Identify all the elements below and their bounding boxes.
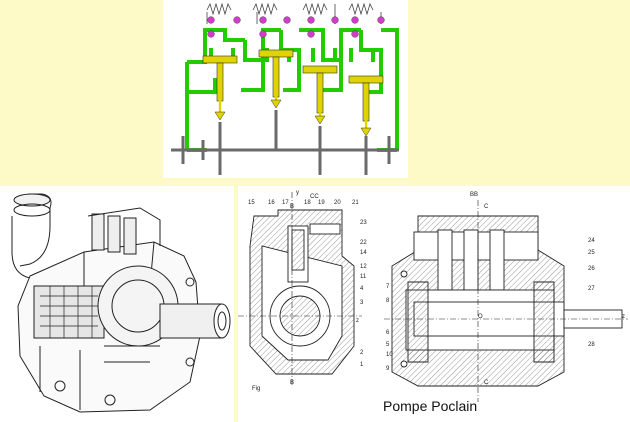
part-number: 18 xyxy=(304,200,311,206)
part-number: 14 xyxy=(360,250,367,256)
part-number: 28 xyxy=(588,342,595,348)
mark-y: y xyxy=(296,190,299,196)
part-number: 6 xyxy=(386,330,390,336)
part-number: 16 xyxy=(268,200,275,206)
valve-balls xyxy=(207,16,385,38)
part-number: 21 xyxy=(352,200,359,206)
figure-caption: Pompe Poclain xyxy=(383,398,478,414)
springs xyxy=(206,2,382,24)
part-number: 3 xyxy=(360,300,364,306)
technical-section-drawing: CC BB B B C C y z z O Fig 15 16 17 18 19… xyxy=(238,186,630,422)
cutaway-svg xyxy=(11,193,231,413)
part-number: 11 xyxy=(360,274,367,280)
part-number: 20 xyxy=(334,200,341,206)
part-number-labels: 15 16 17 18 19 20 21 23 22 14 12 11 4 3 … xyxy=(248,200,595,372)
part-number: 23 xyxy=(360,220,367,226)
part-number: 24 xyxy=(588,238,595,244)
section-cc-view xyxy=(238,192,362,386)
section-cc-label: CC xyxy=(310,194,319,200)
part-number: 27 xyxy=(588,286,595,292)
part-number: 25 xyxy=(588,250,595,256)
mark-o: O xyxy=(478,314,483,320)
mark-z-right: z xyxy=(622,314,625,320)
part-number: 22 xyxy=(360,240,367,246)
part-number: 4 xyxy=(360,286,364,292)
part-number: 9 xyxy=(386,366,390,372)
part-number: 2 xyxy=(360,350,364,356)
part-number: 10 xyxy=(386,352,393,358)
part-number: 19 xyxy=(318,200,325,206)
part-number: 15 xyxy=(248,200,255,206)
part-number: 26 xyxy=(588,266,595,272)
figure-mark: Fig xyxy=(252,386,260,392)
part-number: 5 xyxy=(386,342,390,348)
mark-b-bottom: B xyxy=(290,380,294,386)
hydraulic-schematic xyxy=(163,0,408,178)
section-bb-view xyxy=(384,200,628,402)
part-number: 1 xyxy=(360,362,364,368)
pump-cutaway-illustration xyxy=(0,186,234,422)
part-number: 7 xyxy=(386,284,390,290)
part-number: 8 xyxy=(386,298,390,304)
part-number: 12 xyxy=(360,264,367,270)
part-number: 17 xyxy=(282,200,289,206)
mark-c-top: C xyxy=(484,204,489,210)
schematic-svg xyxy=(171,2,399,175)
pistons xyxy=(202,49,384,137)
mark-b-top: B xyxy=(290,204,294,210)
mark-c-bottom: C xyxy=(484,380,489,386)
mark-z-left: z xyxy=(356,318,359,324)
section-svg: CC BB B B C C y z z O Fig 15 16 17 18 19… xyxy=(238,190,628,402)
drive-shaft xyxy=(171,110,399,175)
section-bb-label: BB xyxy=(470,192,478,198)
